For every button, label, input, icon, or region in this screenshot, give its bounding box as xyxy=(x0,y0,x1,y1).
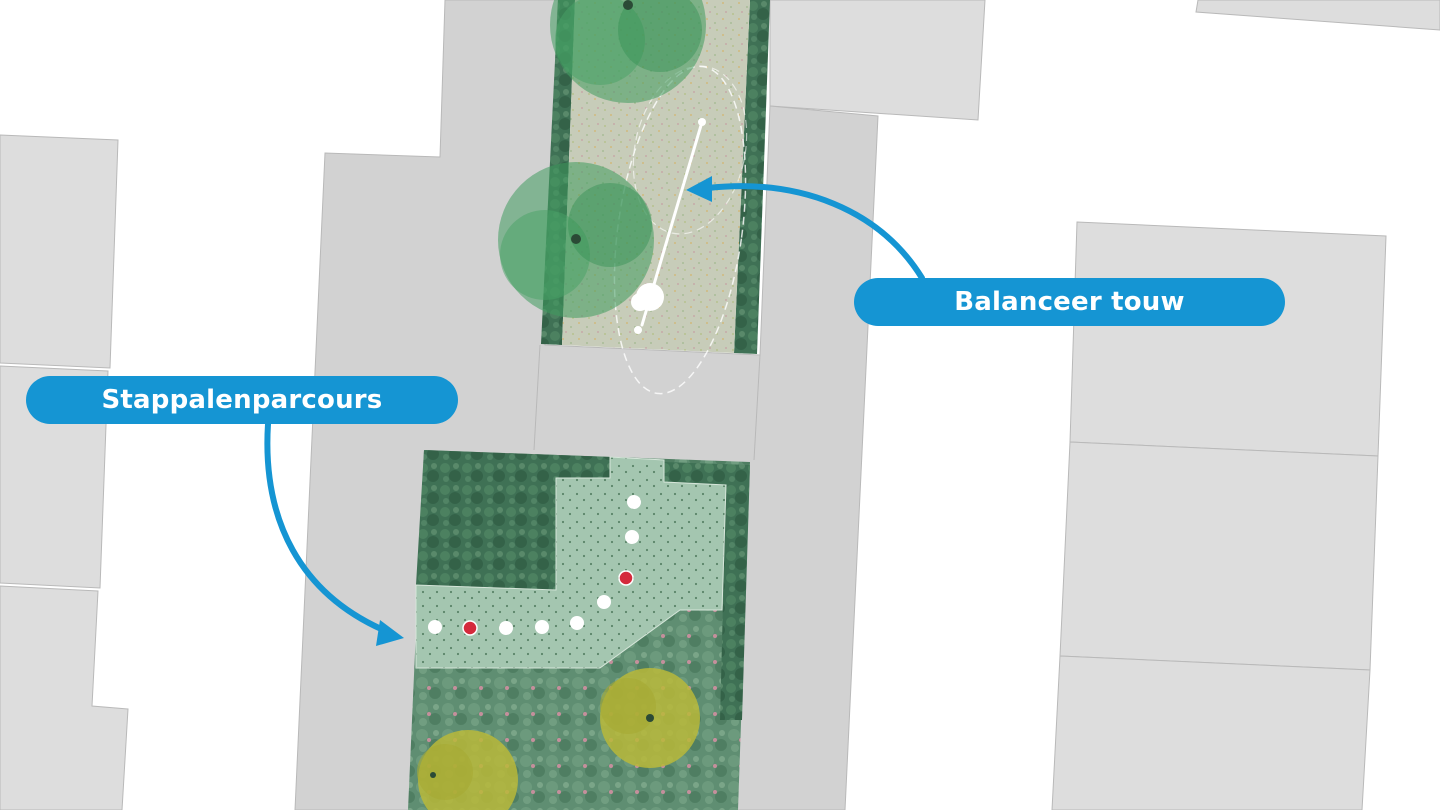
building-top-center xyxy=(769,0,986,121)
stepping-post-icon[interactable] xyxy=(499,621,513,635)
callout-stappalenparcours[interactable]: Stappalenparcours xyxy=(26,376,458,424)
tree-top xyxy=(550,0,706,103)
arrowhead-icon xyxy=(376,620,404,646)
stepping-post-icon[interactable] xyxy=(625,530,639,544)
stepping-post-icon[interactable] xyxy=(570,616,584,630)
building-left-top xyxy=(0,134,119,369)
arrowhead-icon xyxy=(686,176,712,202)
tree-yellow xyxy=(417,730,518,810)
tree-trunk-icon xyxy=(623,0,633,10)
building-top-right xyxy=(1195,0,1440,31)
hedge-strip-right xyxy=(664,462,750,720)
curved-arrow-icon xyxy=(264,421,391,635)
tree-trunk-icon xyxy=(430,772,436,778)
street-divider xyxy=(753,354,761,461)
tree-yellow xyxy=(600,668,700,768)
fall-zone xyxy=(632,65,748,235)
lower-play-area xyxy=(408,450,750,810)
callout-balanceer-touw[interactable]: Balanceer touw xyxy=(854,278,1285,326)
hedge-right xyxy=(734,0,770,354)
building-right-bottom xyxy=(1051,655,1371,810)
balance-rope-icon xyxy=(631,118,706,334)
stepping-posts xyxy=(428,495,641,636)
stepping-post-icon[interactable] xyxy=(535,620,549,634)
stepping-post-icon-red[interactable] xyxy=(462,620,478,636)
stepping-post-icon[interactable] xyxy=(597,595,611,609)
building-right-top xyxy=(1069,221,1387,457)
street-divider xyxy=(533,344,541,451)
stepping-post-icon-red[interactable] xyxy=(618,570,634,586)
upper-play-area xyxy=(498,0,770,395)
lawn-path xyxy=(415,456,727,669)
building-right-mid xyxy=(1059,441,1379,671)
hedge-block xyxy=(416,450,610,590)
tree-middle xyxy=(498,162,654,318)
tree-trunk-icon xyxy=(646,714,654,722)
stepping-post-icon[interactable] xyxy=(428,620,442,634)
building-left-bottom xyxy=(0,585,129,810)
stepping-post-icon[interactable] xyxy=(627,495,641,509)
curved-arrow-icon xyxy=(705,183,925,281)
tree-trunk-icon xyxy=(571,234,581,244)
